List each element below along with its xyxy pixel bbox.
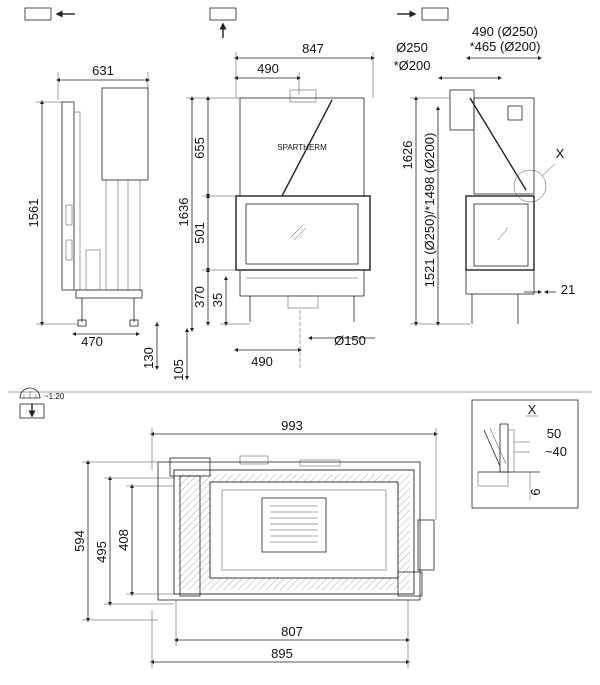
dim-plan-408: 408 <box>116 529 131 551</box>
view-icon-right <box>397 7 449 21</box>
scale-icon <box>19 387 41 399</box>
dim-front-490-bottom: 490 <box>251 354 273 369</box>
dim-front-370: 370 <box>192 286 207 308</box>
left-side-view: 631 1561 470 130 105 <box>26 63 189 381</box>
dim-front-outlet: Ø150 <box>334 333 366 348</box>
dim-front-35: 35 <box>210 293 225 307</box>
grate <box>270 505 318 543</box>
dim-under-105: 105 <box>171 359 186 381</box>
scale-label: ~1:20 <box>44 392 65 401</box>
detail-x-box: X 50 ~40 6 <box>471 399 579 509</box>
dim-plan-807: 807 <box>281 624 303 639</box>
detail-label-40: ~40 <box>545 444 567 459</box>
dim-under-130: 130 <box>141 347 156 369</box>
dim-plan-594: 594 <box>72 530 87 552</box>
dim-plan-495: 495 <box>94 541 109 563</box>
view-icon-left <box>24 7 75 21</box>
dim-plan-993: 993 <box>281 418 303 433</box>
dim-left-1561: 1561 <box>26 199 41 228</box>
dim-right-1626: 1626 <box>400 141 415 170</box>
right-side-view: 490 (Ø250) *465 (Ø200) Ø250 *Ø200 X 1626… <box>394 24 575 326</box>
dim-plan-895: 895 <box>271 646 293 661</box>
brand-label: SPARTHERM <box>277 143 327 152</box>
dim-left-631: 631 <box>92 63 114 78</box>
dim-front-501: 501 <box>192 222 207 244</box>
dim-front-655: 655 <box>192 137 207 159</box>
dim-front-847: 847 <box>302 41 324 56</box>
view-icon-bottom <box>19 403 45 419</box>
dim-right-21: 21 <box>561 282 575 297</box>
dim-right-flue2: *Ø200 <box>394 58 431 73</box>
dim-front-1636: 1636 <box>176 198 191 227</box>
dim-left-470: 470 <box>81 334 103 349</box>
detail-x-marker: X <box>528 402 537 417</box>
detail-label-50: 50 <box>547 426 561 441</box>
detail-label-6: 6 <box>528 488 543 495</box>
dim-right-top2: *465 (Ø200) <box>470 39 541 54</box>
dim-right-top1: 490 (Ø250) <box>472 24 538 39</box>
front-view: 847 490 SPARTHERM 1636 655 501 370 <box>176 41 375 369</box>
dim-right-flue1: Ø250 <box>396 40 428 55</box>
dim-right-1521: 1521 (Ø250)/*1498 (Ø200) <box>422 133 437 288</box>
plan-view: ~1:20 993 <box>19 387 438 668</box>
view-icon-top <box>209 7 237 38</box>
detail-marker-x: X <box>556 146 565 161</box>
dim-front-490-top: 490 <box>257 61 279 76</box>
